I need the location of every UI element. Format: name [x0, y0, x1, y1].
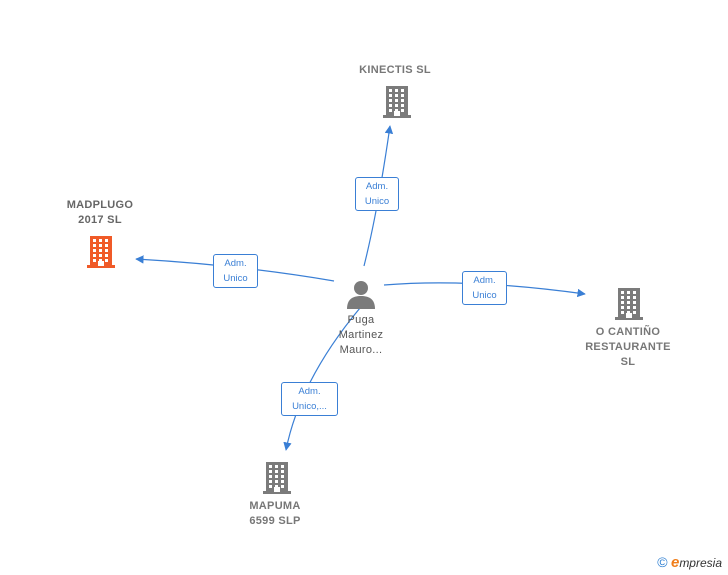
building-icon-kinectis[interactable]: [382, 84, 412, 123]
building-icon-ocantino[interactable]: [614, 286, 644, 325]
edge-mapuma: [283, 307, 361, 451]
building-icon-mapuma[interactable]: [262, 460, 292, 499]
company-label-kinectis[interactable]: KINECTIS SL: [359, 64, 431, 76]
copyright-icon: ©: [657, 554, 668, 570]
edge-label-mapuma[interactable]: Adm. Unico,...: [281, 382, 338, 416]
company-label-mapuma[interactable]: MAPUMA 6599 SLP: [249, 500, 301, 527]
company-label-madplugo[interactable]: MADPLUGO 2017 SL: [66, 199, 134, 226]
edge-label-madplugo[interactable]: Adm. Unico: [213, 254, 258, 288]
brand-e: e: [670, 554, 680, 571]
brand-rest: mpresia: [679, 556, 722, 570]
brand-watermark: © empresia: [657, 554, 722, 571]
building-icon-madplugo[interactable]: [86, 234, 116, 273]
center-person-label[interactable]: Puga Martinez Mauro...: [338, 314, 384, 356]
person-icon[interactable]: [346, 279, 376, 309]
edge-label-kinectis[interactable]: Adm. Unico: [355, 177, 399, 211]
edge-label-ocantino[interactable]: Adm. Unico: [462, 271, 507, 305]
company-label-ocantino[interactable]: O CANTIÑO RESTAURANTE SL: [585, 326, 671, 368]
